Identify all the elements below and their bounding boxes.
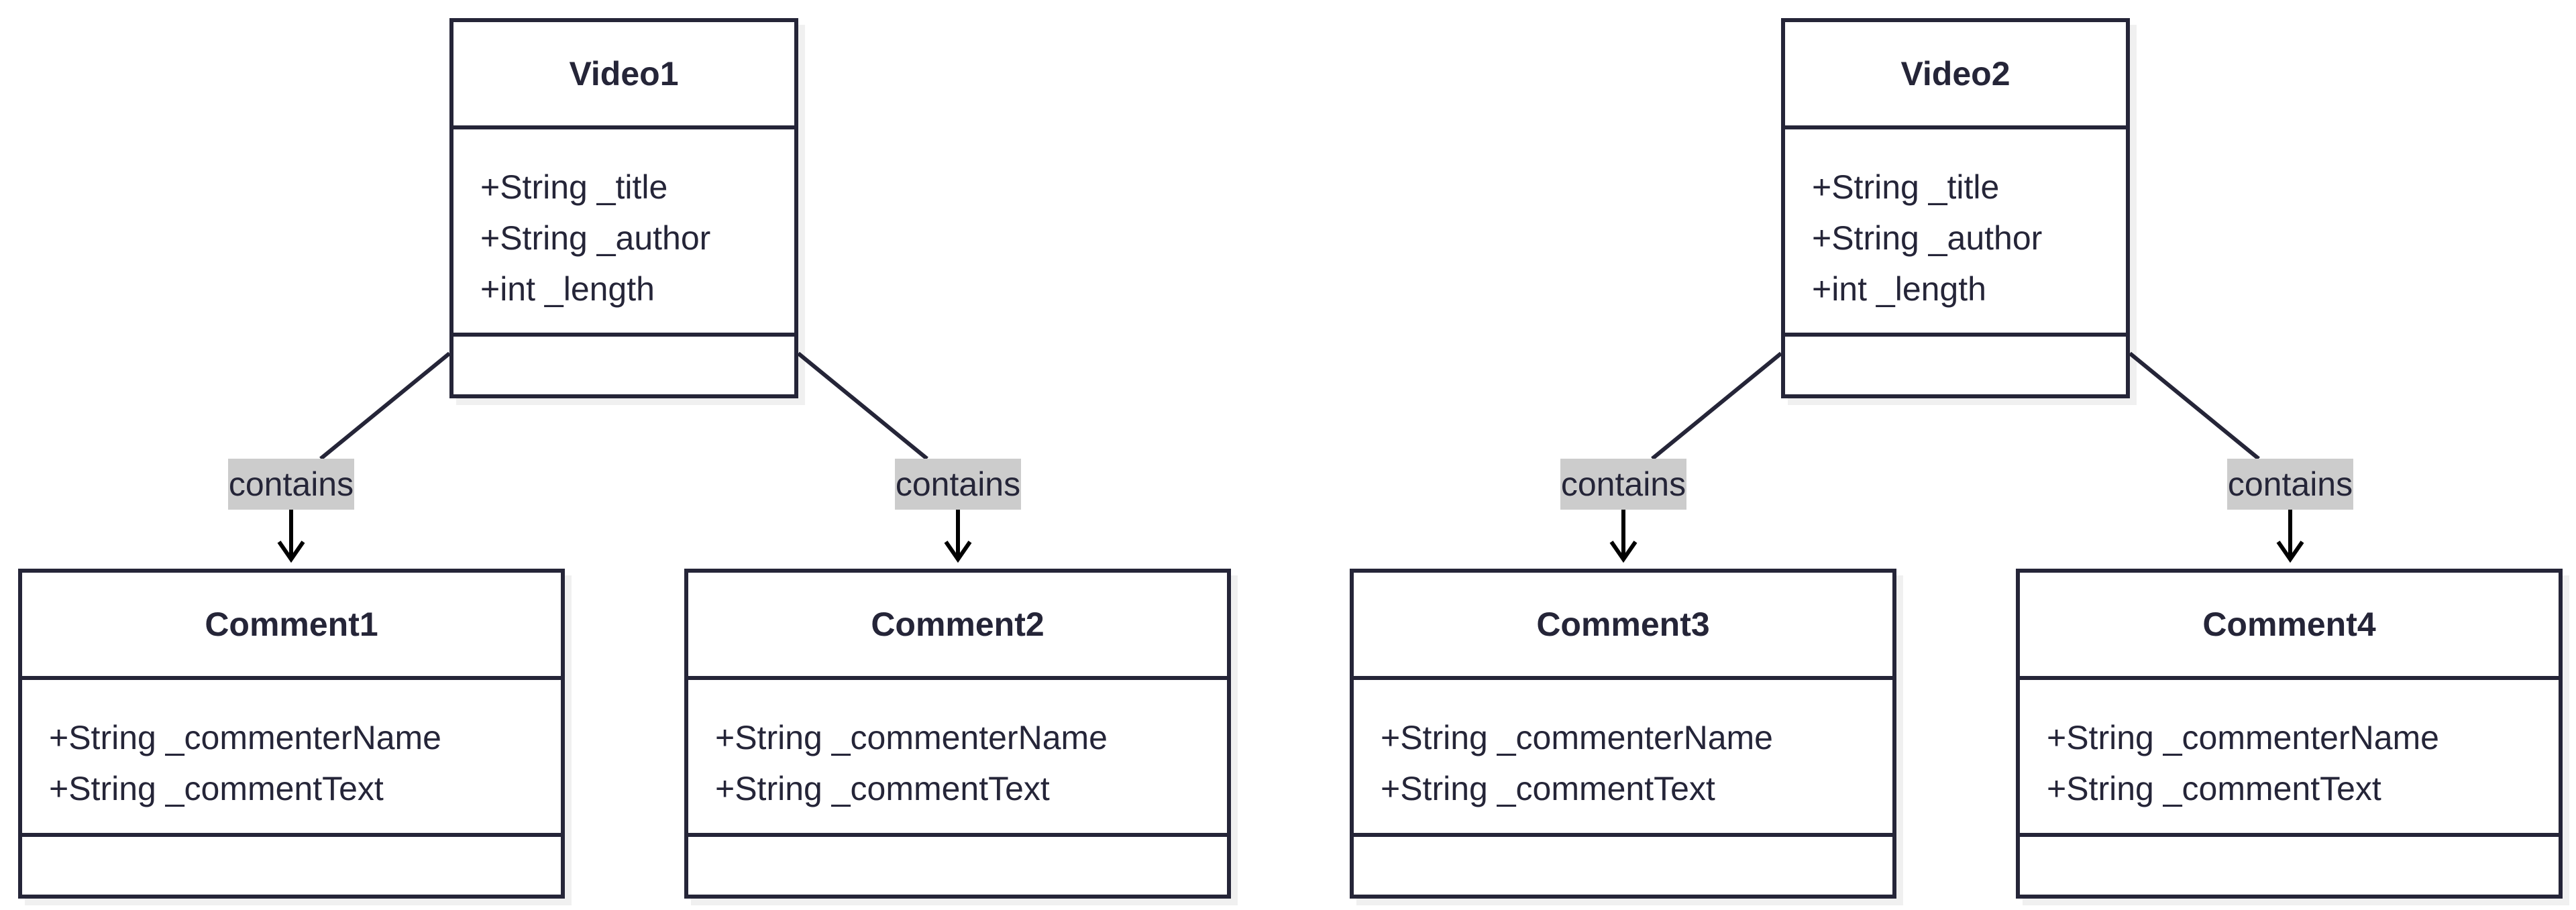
- relation-label: contains: [228, 459, 354, 510]
- class-attribute: +int _length: [1812, 270, 1986, 308]
- class-attribute: +String _author: [480, 219, 711, 257]
- class-name: Video1: [453, 22, 794, 129]
- class-comment1[interactable]: Comment1 +String _commenterName +String …: [18, 569, 565, 899]
- relation-label: contains: [895, 459, 1021, 510]
- class-name: Comment3: [1354, 573, 1892, 680]
- class-name: Video2: [1785, 22, 2126, 129]
- class-methods: [688, 837, 1227, 895]
- class-attribute: +String _commenterName: [49, 719, 441, 756]
- class-comment2[interactable]: Comment2 +String _commenterName +String …: [684, 569, 1231, 899]
- class-attributes: +String _commenterName +String _commentT…: [2020, 680, 2559, 837]
- relation-label: contains: [1560, 459, 1686, 510]
- class-attribute: +String _commenterName: [2047, 719, 2439, 756]
- relation-line: [319, 351, 451, 461]
- class-attribute: +String _commentText: [1381, 770, 1715, 807]
- class-video1[interactable]: Video1 +String _title +String _author +i…: [449, 18, 798, 398]
- class-attribute: +String _commenterName: [715, 719, 1108, 756]
- relation-arrowhead: [1609, 541, 1638, 563]
- class-attribute: +String _commentText: [715, 770, 1050, 807]
- class-attribute: +String _commenterName: [1381, 719, 1773, 756]
- class-attribute: +String _title: [1812, 168, 2000, 206]
- class-name: Comment4: [2020, 573, 2559, 680]
- relation-line: [2129, 351, 2260, 461]
- relation-arrowhead: [277, 541, 305, 563]
- class-methods: [22, 837, 561, 895]
- class-attribute: +String _title: [480, 168, 668, 206]
- class-attributes: +String _commenterName +String _commentT…: [1354, 680, 1892, 837]
- class-methods: [1785, 337, 2126, 394]
- class-comment4[interactable]: Comment4 +String _commenterName +String …: [2016, 569, 2563, 899]
- class-attribute: +String _author: [1812, 219, 2043, 257]
- class-attribute: +int _length: [480, 270, 655, 308]
- relation-line: [1651, 351, 1782, 461]
- class-name: Comment2: [688, 573, 1227, 680]
- relation-arrowhead: [2276, 541, 2304, 563]
- class-attributes: +String _commenterName +String _commentT…: [22, 680, 561, 837]
- class-attributes: +String _title +String _author +int _len…: [453, 129, 794, 337]
- relation-line: [797, 351, 928, 461]
- class-name: Comment1: [22, 573, 561, 680]
- class-comment3[interactable]: Comment3 +String _commenterName +String …: [1350, 569, 1896, 899]
- class-attribute: +String _commentText: [2047, 770, 2381, 807]
- relation-label: contains: [2227, 459, 2353, 510]
- class-methods: [2020, 837, 2559, 895]
- class-methods: [453, 337, 794, 394]
- class-attribute: +String _commentText: [49, 770, 384, 807]
- class-attributes: +String _title +String _author +int _len…: [1785, 129, 2126, 337]
- class-video2[interactable]: Video2 +String _title +String _author +i…: [1781, 18, 2130, 398]
- relation-arrowhead: [944, 541, 972, 563]
- class-methods: [1354, 837, 1892, 895]
- class-attributes: +String _commenterName +String _commentT…: [688, 680, 1227, 837]
